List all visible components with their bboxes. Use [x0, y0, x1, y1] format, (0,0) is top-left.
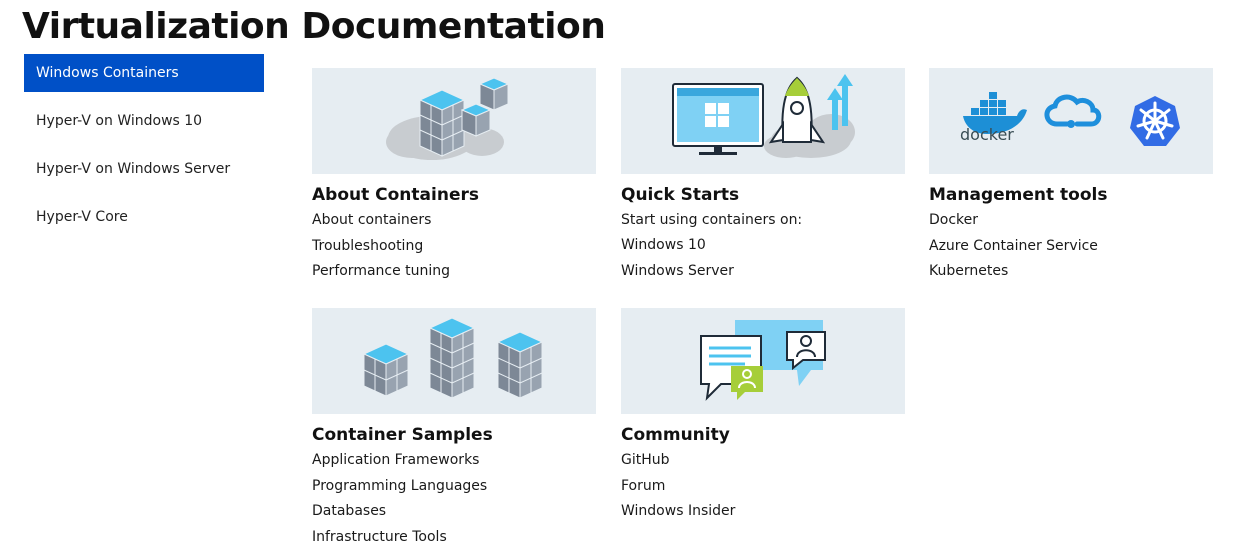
- card-title: Community: [621, 425, 730, 445]
- card-title: Quick Starts: [621, 185, 740, 205]
- sidebar-item-hyper-v-windows-server[interactable]: Hyper-V on Windows Server: [36, 161, 231, 177]
- containers-illustration[interactable]: [312, 68, 596, 174]
- link-forum[interactable]: Forum: [621, 477, 666, 494]
- management-tools-illustration[interactable]: docker: [929, 68, 1213, 174]
- community-illustration[interactable]: [621, 308, 905, 414]
- card-community: Community GitHub Forum Windows Insider: [621, 308, 905, 525]
- cloud-cubes-icon: [386, 77, 510, 160]
- cube-stacks-icon: [362, 317, 544, 399]
- azure-cloud-icon: [1044, 94, 1102, 127]
- chat-bubbles-icon: [700, 320, 826, 401]
- link-docker[interactable]: Docker: [929, 212, 979, 228]
- card-title: Management tools: [929, 185, 1108, 205]
- link-windows-10[interactable]: Windows 10: [621, 237, 706, 253]
- link-application-frameworks[interactable]: Application Frameworks: [312, 452, 480, 468]
- sidebar-item-windows-containers[interactable]: Windows Containers: [24, 54, 264, 92]
- link-databases[interactable]: Databases: [312, 503, 387, 519]
- sidebar-nav: Windows Containers Hyper-V on Windows 10…: [24, 54, 264, 246]
- docker-azure-kubernetes-icons: docker: [960, 92, 1180, 146]
- docker-icon: docker: [960, 92, 1027, 144]
- link-azure-container-service[interactable]: Azure Container Service: [929, 237, 1098, 254]
- card-title: About Containers: [312, 185, 479, 205]
- quick-starts-note: Start using containers on:: [621, 212, 803, 228]
- link-windows-server[interactable]: Windows Server: [621, 262, 734, 279]
- svg-text:docker: docker: [960, 125, 1014, 144]
- card-quick-starts: Quick Starts Start using containers on: …: [621, 68, 905, 284]
- link-infrastructure-tools[interactable]: Infrastructure Tools: [312, 528, 447, 545]
- link-programming-languages[interactable]: Programming Languages: [312, 477, 488, 494]
- link-kubernetes[interactable]: Kubernetes: [929, 263, 1009, 279]
- card-about-containers: About Containers About containers Troubl…: [312, 68, 596, 285]
- link-github[interactable]: GitHub: [621, 452, 670, 468]
- link-windows-insider[interactable]: Windows Insider: [621, 503, 736, 519]
- page-title: Virtualization Documentation: [22, 6, 606, 47]
- card-title: Container Samples: [312, 425, 493, 445]
- card-container-samples: Container Samples Application Frameworks…: [312, 308, 596, 550]
- link-about-containers[interactable]: About containers: [312, 212, 432, 228]
- sidebar-item-hyper-v-windows-10[interactable]: Hyper-V on Windows 10: [36, 113, 203, 129]
- card-management-tools: docker Management tools Docker Azure Co: [929, 68, 1213, 285]
- link-troubleshooting[interactable]: Troubleshooting: [312, 237, 424, 254]
- quick-starts-illustration[interactable]: [621, 68, 905, 174]
- container-samples-illustration[interactable]: [312, 308, 596, 414]
- link-performance-tuning[interactable]: Performance tuning: [312, 263, 451, 279]
- kubernetes-icon: [1130, 96, 1180, 146]
- monitor-rocket-icon: [672, 74, 855, 158]
- sidebar-item-hyper-v-core[interactable]: Hyper-V Core: [36, 209, 128, 225]
